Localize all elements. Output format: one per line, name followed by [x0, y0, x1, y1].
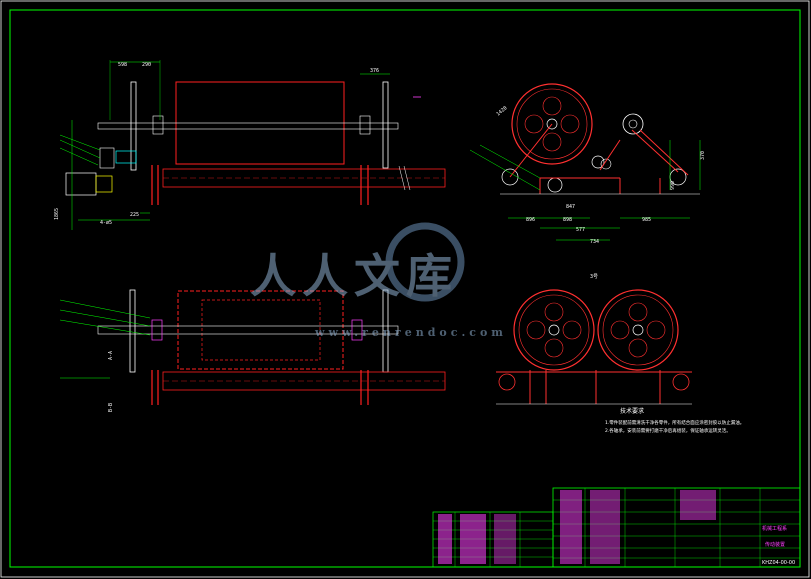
roller-body-plan	[177, 290, 344, 370]
twin-wheel-left	[513, 289, 595, 371]
bearing-left	[152, 115, 164, 135]
watermark: 人人文库 www.renrendoc.com	[250, 222, 507, 339]
gearbox-front	[115, 150, 137, 164]
side-dim-4: 847	[566, 204, 575, 210]
side-dim-9: 990	[670, 181, 676, 190]
drive-wheel-large	[511, 83, 593, 165]
parts-list	[432, 511, 554, 568]
dim-left-1: 1865	[54, 208, 60, 220]
title-block-drawing-no: KHZ04-00-00	[762, 560, 795, 566]
side-dim-1: 1420	[495, 105, 508, 117]
title-block-company: 机械工程系	[762, 525, 787, 532]
shaft-front	[97, 122, 399, 130]
watermark-text: 人人文库	[250, 249, 458, 303]
flange-right	[382, 81, 389, 169]
side-dim-8: 370	[700, 151, 706, 160]
dim-bottom-1: 4-ø5	[100, 220, 112, 226]
tech-notes: 技术要求 1.零件装配前需清洗干净各零件，所有结合面应涂密封胶以防止漏油。 2.…	[605, 407, 744, 434]
motor-front	[65, 172, 97, 196]
dim-bottom-2: 225	[130, 212, 139, 218]
inner-border	[9, 9, 801, 568]
watermark-logo-ring	[385, 222, 465, 302]
coupling-front	[95, 175, 113, 193]
twin-wheel-view: 3号	[496, 274, 692, 405]
side-dim-2: 896	[526, 217, 535, 223]
dim-top-1: 598	[118, 62, 127, 68]
dim-top-2: 290	[142, 62, 151, 68]
side-dim-7: 985	[642, 217, 651, 223]
tech-notes-title: 技术要求	[620, 407, 644, 415]
watermark-url: www.renrendoc.com	[314, 326, 507, 339]
side-dim-5: 577	[576, 227, 585, 233]
idler-wheel	[622, 113, 644, 135]
plan-view: A-A B-B	[59, 289, 446, 412]
title-block: 机械工程系 传动装置 KHZ04-00-00	[552, 487, 801, 568]
tech-notes-line-1: 1.零件装配前需清洗干净各零件，所有结合面应涂密封胶以防止漏油。	[605, 419, 744, 426]
title-block-drawing-name: 传动装置	[765, 541, 785, 548]
plan-dim-1: A-A	[108, 351, 114, 360]
plan-dim-2: B-B	[108, 403, 114, 412]
flange-left	[130, 81, 137, 171]
side-dim-3: 898	[563, 217, 572, 223]
side-dim-6: 734	[590, 239, 599, 245]
lower-right-label: 3号	[590, 274, 598, 280]
dim-right-1: 376	[370, 68, 379, 74]
front-view: 598 290 376 1865 4-ø5 225	[54, 60, 446, 230]
tech-notes-line-2: 2.各轴承，安装前需要打磨干净后再组装，保证轴承运转灵活。	[605, 427, 731, 434]
shaft-plan	[97, 325, 399, 335]
side-view: 1420 896 898 847 577 734 985 370 990	[469, 83, 706, 245]
twin-wheel-right	[597, 289, 679, 371]
bearing-right	[359, 115, 371, 135]
